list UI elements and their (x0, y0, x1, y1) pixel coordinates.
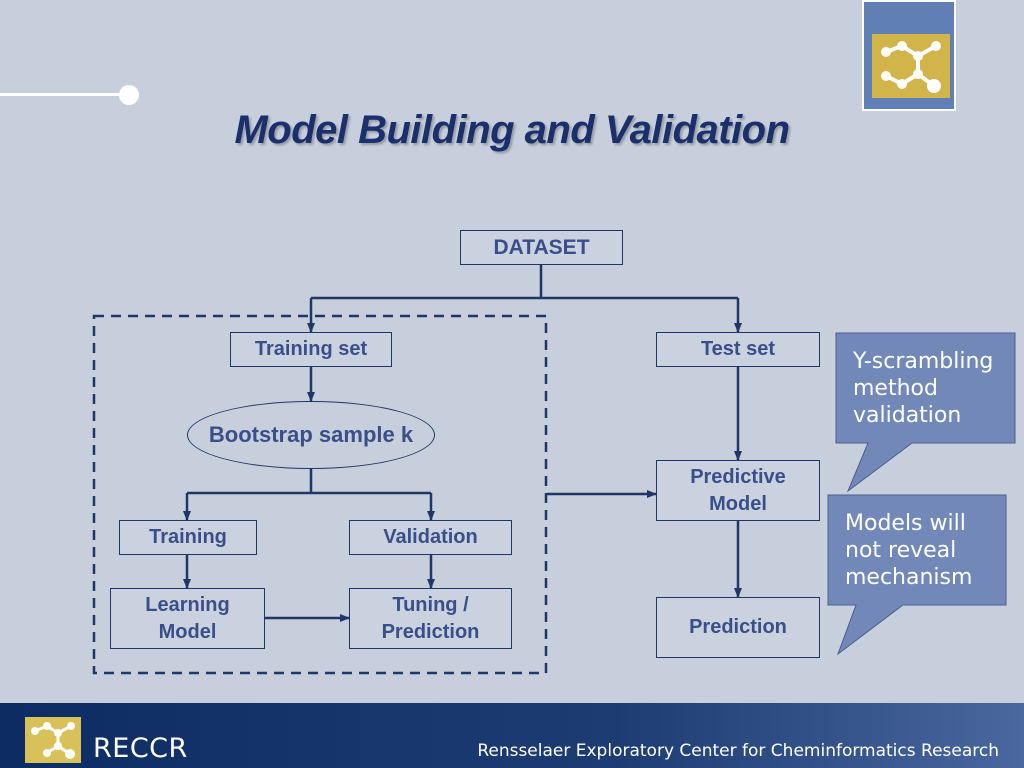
training-set-node: Training set (230, 332, 392, 367)
dataset-split-connector (311, 264, 738, 300)
tuning-label-line2: Prediction (381, 620, 480, 643)
callout-line: mechanism (845, 565, 973, 590)
test-set-node: Test set (656, 332, 820, 367)
prediction-node: Prediction (656, 597, 820, 658)
bootstrap-sample-label: Bootstrap sample k (208, 422, 414, 447)
footer-bar: RECCR Rensselaer Exploratory Center for … (0, 703, 1024, 768)
dataset-node: DATASET (460, 230, 623, 265)
footer-brand: RECCR (93, 733, 188, 764)
callout-line: not reveal (845, 538, 957, 563)
header-logo (862, 0, 956, 111)
mechanism-callout-text: Models will not reveal mechanism (845, 510, 972, 591)
yscrambling-callout-shape (835, 332, 1016, 493)
molecule-logo-icon (25, 717, 81, 763)
decorative-line (0, 93, 125, 96)
predictive-model-node: Predictive Model (656, 460, 820, 521)
slide-title: Model Building and Validation (234, 108, 790, 152)
validation-label: Validation (383, 526, 478, 548)
callout-line: Y-scrambling (853, 349, 994, 374)
callout-line: validation (853, 403, 962, 428)
predictive-label-line2: Model (709, 492, 767, 515)
dataset-label: DATASET (493, 236, 590, 259)
training-group-boundary (92, 314, 548, 675)
decorative-dot (119, 85, 139, 105)
tuning-prediction-node: Tuning / Prediction (349, 588, 512, 649)
learning-model-node: Learning Model (110, 588, 265, 649)
callout-line: Models will (845, 511, 966, 536)
footer-organization: Rensselaer Exploratory Center for Chemin… (477, 741, 999, 761)
test-set-label: Test set (700, 338, 776, 360)
yscrambling-callout-text: Y-scrambling method validation (853, 348, 993, 429)
bootstrap-sample-node: Bootstrap sample k (187, 401, 435, 469)
validation-node: Validation (349, 520, 512, 555)
mechanism-callout-shape (827, 494, 1007, 656)
training-node: Training (119, 520, 257, 555)
prediction-label: Prediction (689, 616, 787, 638)
learning-model-label-line2: Model (158, 620, 217, 643)
predictive-label-line1: Predictive (690, 465, 786, 488)
callout-line: method (853, 376, 938, 401)
bootstrap-split-connector (187, 468, 431, 495)
training-label: Training (149, 526, 227, 548)
learning-model-label-line1: Learning (145, 593, 230, 616)
molecule-logo-icon (872, 34, 950, 98)
training-set-label: Training set (254, 338, 368, 360)
tuning-label-line1: Tuning / (392, 593, 469, 616)
